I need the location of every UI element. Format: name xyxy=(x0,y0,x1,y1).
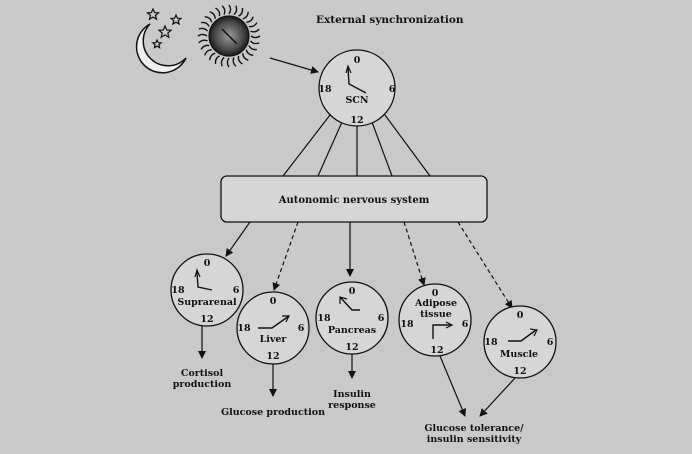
sun-ray xyxy=(198,39,208,44)
sun-ray xyxy=(228,4,232,15)
scn-label: SCN xyxy=(345,95,368,106)
sun-ray xyxy=(250,35,261,39)
moon-icon xyxy=(135,23,187,74)
tick-18: 18 xyxy=(318,84,332,95)
cortisol-label-1: Cortisol xyxy=(181,368,224,379)
insulin-label-2: response xyxy=(328,400,376,411)
tick-6: 6 xyxy=(233,285,240,296)
tick-12: 12 xyxy=(345,342,358,353)
glucose-tolerance-label-1: Glucose tolerance/ xyxy=(424,423,524,434)
glucose-production-label: Glucose production xyxy=(221,407,325,418)
tick-12: 12 xyxy=(200,314,213,325)
sun-ray xyxy=(208,52,216,61)
star-icon xyxy=(145,7,183,49)
sun-ray xyxy=(242,11,250,20)
sun-ray xyxy=(248,22,258,28)
sun-ray xyxy=(204,15,213,23)
tick-0: 0 xyxy=(354,55,361,66)
tick-0: 0 xyxy=(349,286,356,297)
sun-ray xyxy=(197,33,208,37)
sun-ray xyxy=(249,40,260,45)
tick-0: 0 xyxy=(270,296,277,307)
sun-ray xyxy=(198,27,209,32)
tick-0: 0 xyxy=(517,310,524,321)
scn-ans-connectors xyxy=(282,114,431,177)
liver-label: Liver xyxy=(260,334,288,345)
tick-12: 12 xyxy=(266,351,279,362)
sun-ray xyxy=(237,55,243,65)
sun-ray xyxy=(214,55,220,65)
sun-ray xyxy=(245,49,254,57)
tick-6: 6 xyxy=(462,319,469,330)
tick-18: 18 xyxy=(171,285,185,296)
adipose-label-1: Adipose xyxy=(414,298,457,309)
glucose-tolerance-label-2: insulin sensitivity xyxy=(427,434,522,445)
suprarenal-label: Suprarenal xyxy=(177,297,237,308)
sun-ray xyxy=(248,45,258,51)
tick-0: 0 xyxy=(204,258,211,269)
tick-0: 0 xyxy=(432,288,439,299)
sun-ray xyxy=(242,53,249,61)
adipose-output-arrow xyxy=(439,355,466,417)
tick-6: 6 xyxy=(298,323,305,334)
scn-clock: 0 6 12 18 SCN xyxy=(318,49,396,127)
suprarenal-clock: 0 6 12 18 Suprarenal xyxy=(170,253,244,327)
sun-ray xyxy=(200,21,210,27)
sun-ray xyxy=(215,7,221,17)
cortisol-label-2: production xyxy=(173,379,232,390)
tick-18: 18 xyxy=(317,313,331,324)
sun-ray xyxy=(232,57,237,67)
sun-ray xyxy=(209,11,216,19)
tick-18: 18 xyxy=(484,337,498,348)
external-sync-label: External synchronization xyxy=(316,14,464,26)
sun-icon xyxy=(197,4,261,68)
muscle-output-arrow xyxy=(479,377,516,417)
tick-18: 18 xyxy=(237,323,251,334)
liver-clock: 0 6 12 18 Liver xyxy=(236,291,310,365)
muscle-label: Muscle xyxy=(500,349,538,360)
sun-ray xyxy=(221,5,226,15)
tick-18: 18 xyxy=(400,319,414,330)
tick-6: 6 xyxy=(389,84,396,95)
tick-12: 12 xyxy=(513,366,526,377)
sync-arrow xyxy=(269,57,319,74)
sun-ray xyxy=(238,7,244,17)
adipose-label-2: tissue xyxy=(420,309,452,320)
tick-12: 12 xyxy=(350,115,363,126)
pancreas-label: Pancreas xyxy=(328,325,376,336)
sun-ray xyxy=(246,16,254,23)
sun-ray xyxy=(220,56,225,67)
sun-ray xyxy=(250,28,260,33)
adipose-clock: 0 6 12 18 Adipose tissue xyxy=(398,283,472,357)
ans-box: Autonomic nervous system xyxy=(220,175,488,223)
sun-ray xyxy=(226,57,230,68)
tick-6: 6 xyxy=(547,337,554,348)
tick-6: 6 xyxy=(378,313,385,324)
insulin-label-1: Insulin xyxy=(333,389,371,400)
sun-ray xyxy=(233,5,238,16)
pancreas-clock: 0 6 12 18 Pancreas xyxy=(315,281,389,355)
muscle-clock: 0 6 12 18 Muscle xyxy=(483,305,557,379)
ans-organ-arrows xyxy=(225,221,513,309)
sun-ray xyxy=(200,44,210,50)
tick-12: 12 xyxy=(430,345,443,356)
sun-ray xyxy=(204,49,212,56)
ans-label: Autonomic nervous system xyxy=(278,195,430,206)
